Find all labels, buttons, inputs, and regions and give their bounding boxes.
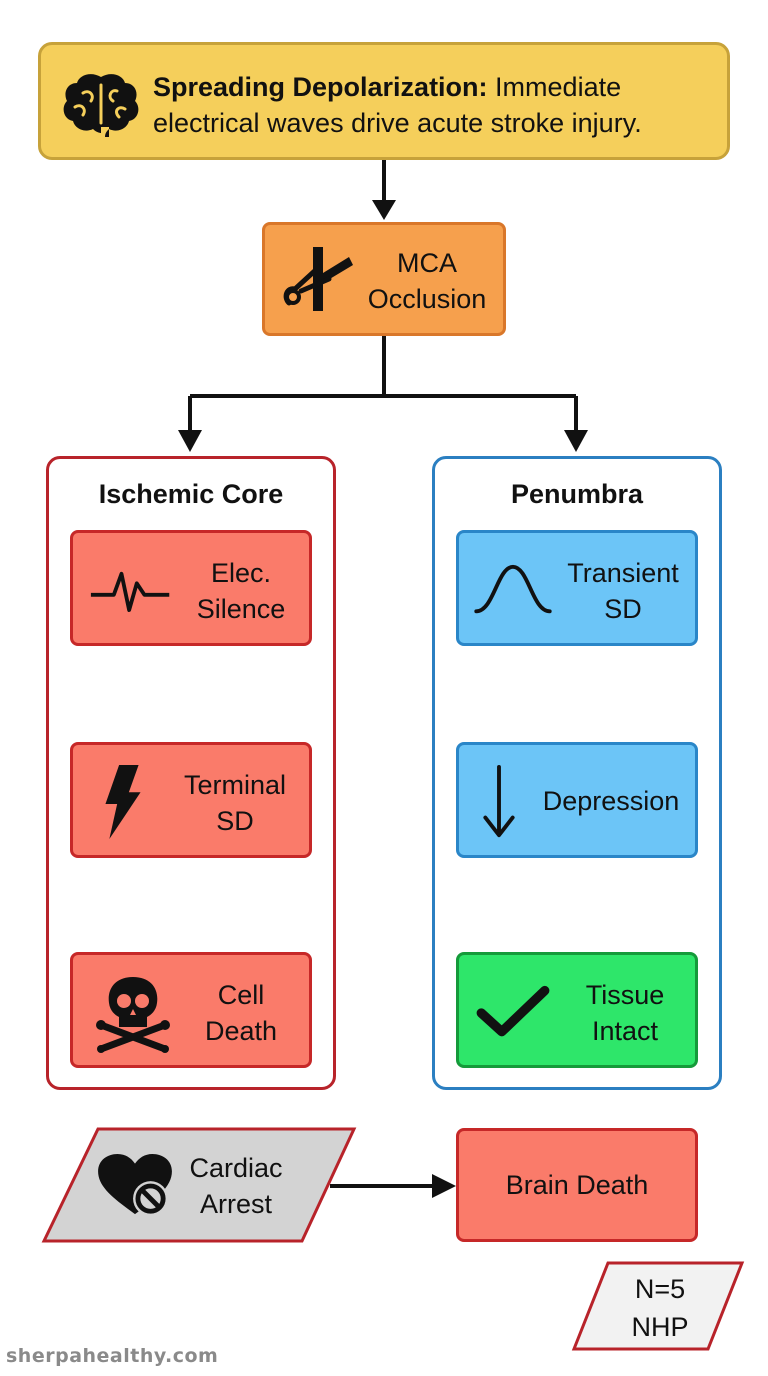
sample-size-badge	[571, 1261, 745, 1351]
summary-title-bold: Spreading Depolarization:	[153, 72, 488, 102]
brain-death-node: Brain Death	[456, 1128, 698, 1242]
penumbra-title: Penumbra	[510, 479, 644, 509]
site-watermark: sherpahealthy.com	[6, 1345, 219, 1367]
ecg-flatline-icon	[90, 571, 170, 612]
core-step-3-line1: Cell	[217, 980, 265, 1010]
penumbra-step-2-line1: Depression	[542, 786, 680, 816]
ischemic-core-title: Ischemic Core	[98, 479, 284, 509]
cardiac-line2: Arrest	[199, 1189, 272, 1219]
brain-icon	[63, 74, 139, 137]
core-step-terminal-sd: Terminal SD	[70, 742, 312, 858]
checkmark-icon	[476, 985, 550, 1037]
summary-text: Spreading Depolarization: Immediate elec…	[153, 69, 723, 141]
heart-prohibited-icon	[98, 1153, 172, 1217]
mca-occlusion-node: MCA Occlusion	[262, 222, 506, 336]
core-step-1-line1: Elec.	[210, 558, 272, 588]
arrow-occlusion-split	[188, 336, 578, 436]
occlusion-label-line1: MCA	[397, 248, 457, 278]
core-step-2-line1: Terminal	[183, 770, 287, 800]
penumbra-step-depression: Depression	[456, 742, 698, 858]
occlusion-label-line2: Occlusion	[367, 284, 487, 314]
summary-title-rest: Immediate electrical waves drive acute s…	[153, 72, 642, 138]
bell-curve-icon	[474, 564, 552, 614]
cardiac-arrest-label: Cardiac Arrest	[170, 1150, 302, 1222]
summary-banner: Spreading Depolarization: Immediate elec…	[38, 42, 730, 160]
sample-line1: N=5	[634, 1274, 686, 1304]
penumbra-step-1-line2: SD	[604, 594, 642, 624]
sample-size-text: N=5 NHP	[590, 1270, 730, 1346]
lightning-bolt-icon	[105, 764, 141, 840]
penumbra-step-3-line2: Intact	[591, 1016, 659, 1046]
penumbra-step-1-line1: Transient	[567, 558, 679, 588]
core-step-silence: Elec. Silence	[70, 530, 312, 646]
penumbra-step-tissue-intact: Tissue Intact	[456, 952, 698, 1068]
core-step-2-line2: SD	[216, 806, 254, 836]
sample-line2: NHP	[631, 1312, 689, 1342]
penumbra-step-transient-sd: Transient SD	[456, 530, 698, 646]
core-step-1-line2: Silence	[196, 594, 286, 624]
clamped-vessel-icon	[283, 247, 353, 311]
core-step-cell-death: Cell Death	[70, 952, 312, 1068]
penumbra-step-3-line1: Tissue	[585, 980, 665, 1010]
brain-death-label: Brain Death	[505, 1169, 649, 1200]
skull-crossbones-icon	[96, 977, 170, 1053]
down-arrow-icon	[483, 764, 515, 838]
cardiac-line1: Cardiac	[189, 1153, 283, 1183]
core-step-3-line2: Death	[204, 1016, 278, 1046]
